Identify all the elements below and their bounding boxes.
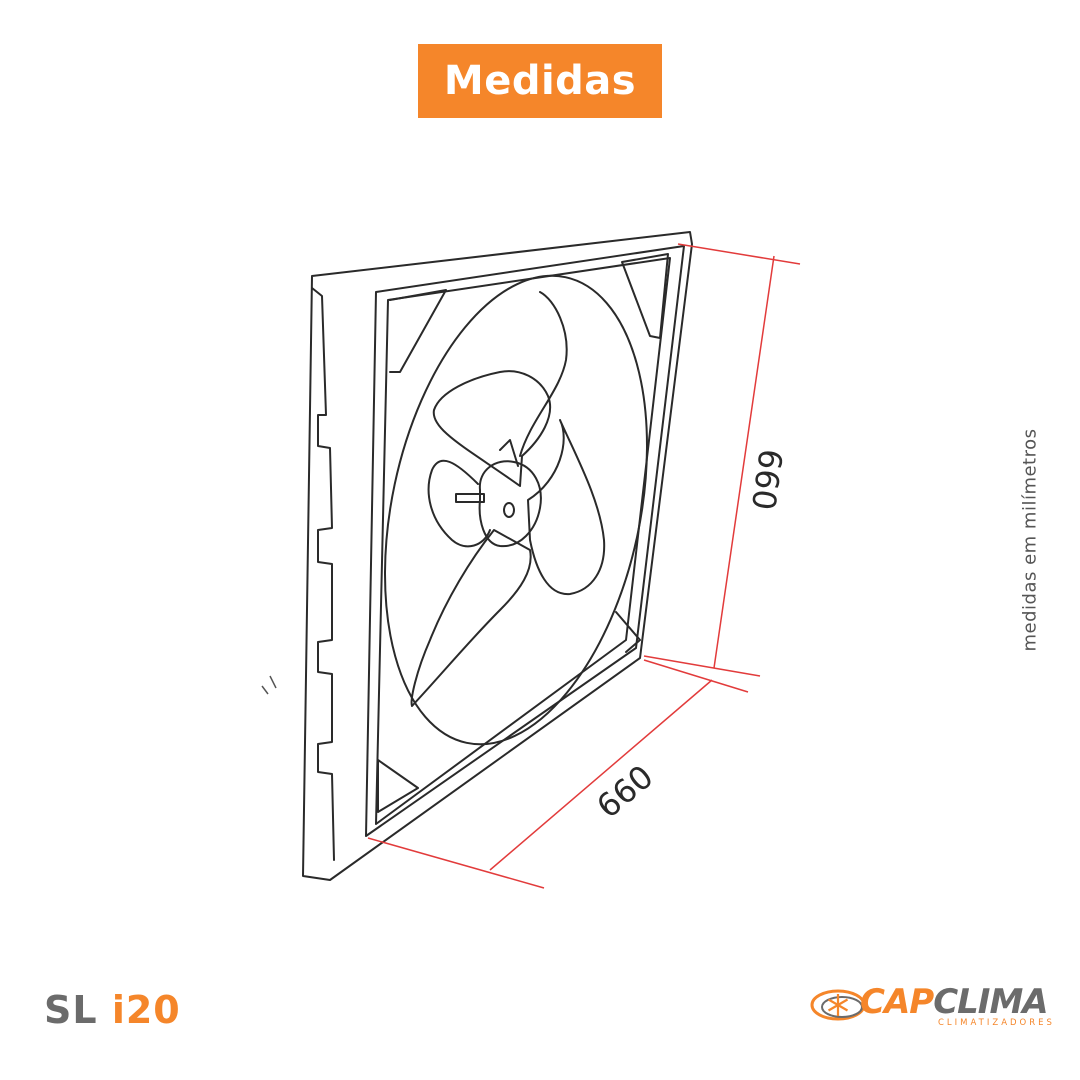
brace-bottom-right (615, 611, 641, 653)
fan-hub (478, 460, 542, 548)
fan-hub-center (503, 502, 515, 518)
brace-bottom-left (377, 759, 419, 813)
fan-blade-right (527, 419, 606, 596)
units-note: medidas em milímetros (1019, 428, 1041, 652)
logo-clima: CLIMA (933, 982, 1048, 1022)
logo-wordmark: CAPCLIMA (860, 982, 1049, 1022)
model-name: SL i20 (44, 988, 181, 1032)
brace-top-right (621, 253, 669, 339)
width-label: 660 (589, 757, 660, 825)
inner-frame-lip (375, 257, 671, 825)
frame-notches (311, 287, 335, 861)
fan-outline (302, 231, 693, 881)
fan-shaft (455, 493, 485, 503)
width-dimension (489, 679, 713, 871)
model-accent: i20 (111, 988, 181, 1032)
fan-blade-left (427, 459, 491, 548)
height-label: 660 (744, 447, 790, 513)
logo-snowflake-icon (810, 989, 866, 1021)
model-prefix: SL (44, 988, 112, 1032)
ext-line-bottom (643, 655, 761, 677)
height-dimension (713, 255, 775, 669)
brand-logo: CAPCLIMA CLIMATIZADORES (810, 982, 1052, 1032)
title-badge: Medidas (418, 44, 662, 118)
fan-blade-top (432, 370, 552, 487)
brace-top-left (389, 289, 447, 373)
fan-blade-top-ext (519, 291, 568, 457)
ext-line-left-lower (367, 837, 545, 889)
outer-frame (302, 231, 693, 881)
dimension-lines (367, 243, 801, 889)
fan-shroud (384, 274, 648, 746)
logo-cap: CAP (860, 982, 934, 1022)
fan-blade-bottom (410, 529, 532, 707)
logo-tagline: CLIMATIZADORES (938, 1018, 1055, 1028)
inner-frame (365, 245, 685, 837)
page-title: Medidas (443, 58, 637, 104)
ext-line-top (677, 243, 801, 265)
ext-line-right-lower (643, 659, 749, 693)
fan-bolt-stub (499, 439, 519, 467)
stray-marks (261, 675, 277, 695)
